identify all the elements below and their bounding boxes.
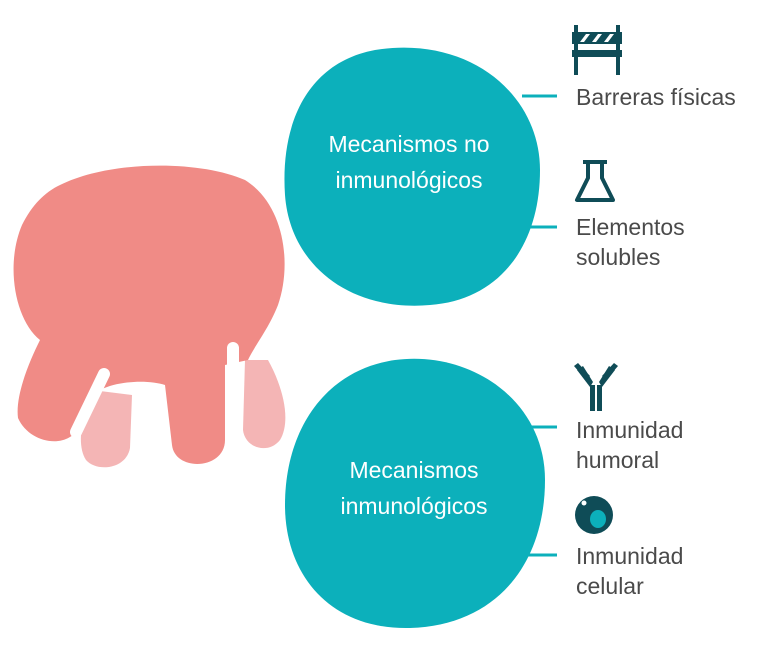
barrier-icon <box>572 25 622 75</box>
teat-gap-left <box>70 368 110 438</box>
group-title-line1: Mecanismos no <box>328 131 490 157</box>
item-label-line1: Inmunidad <box>576 417 684 443</box>
cell-icon <box>575 496 613 534</box>
antibody-icon <box>574 363 618 411</box>
udder-back-teat-left <box>80 390 132 468</box>
item-label-line1: Inmunidad <box>576 543 684 569</box>
udder-body <box>13 165 285 464</box>
udder-illustration <box>13 165 286 468</box>
item-label-barriers: Barreras físicas <box>576 82 736 112</box>
item-label-line2: humoral <box>576 447 660 473</box>
udder-back-teat-right <box>243 360 286 449</box>
item-label-cellular: Inmunidad celular <box>576 541 683 601</box>
item-label-line2: solubles <box>576 244 661 270</box>
group-title-non-immunological: Mecanismos no inmunológicos <box>298 126 520 198</box>
item-label-soluble: Elementos solubles <box>576 212 685 272</box>
group-title-line1: Mecanismos <box>349 457 479 483</box>
group-title-line2: inmunológicos <box>340 493 488 519</box>
item-label-line1: Barreras físicas <box>576 84 736 110</box>
item-label-line2: celular <box>576 573 644 599</box>
item-label-humoral: Inmunidad humoral <box>576 415 683 475</box>
item-label-line1: Elementos <box>576 214 685 240</box>
blob-non-immunological <box>284 47 540 306</box>
group-title-line2: inmunológicos <box>335 167 483 193</box>
flask-icon <box>575 160 615 202</box>
blob-immunological <box>285 358 545 629</box>
group-title-immunological: Mecanismos inmunológicos <box>300 452 528 524</box>
